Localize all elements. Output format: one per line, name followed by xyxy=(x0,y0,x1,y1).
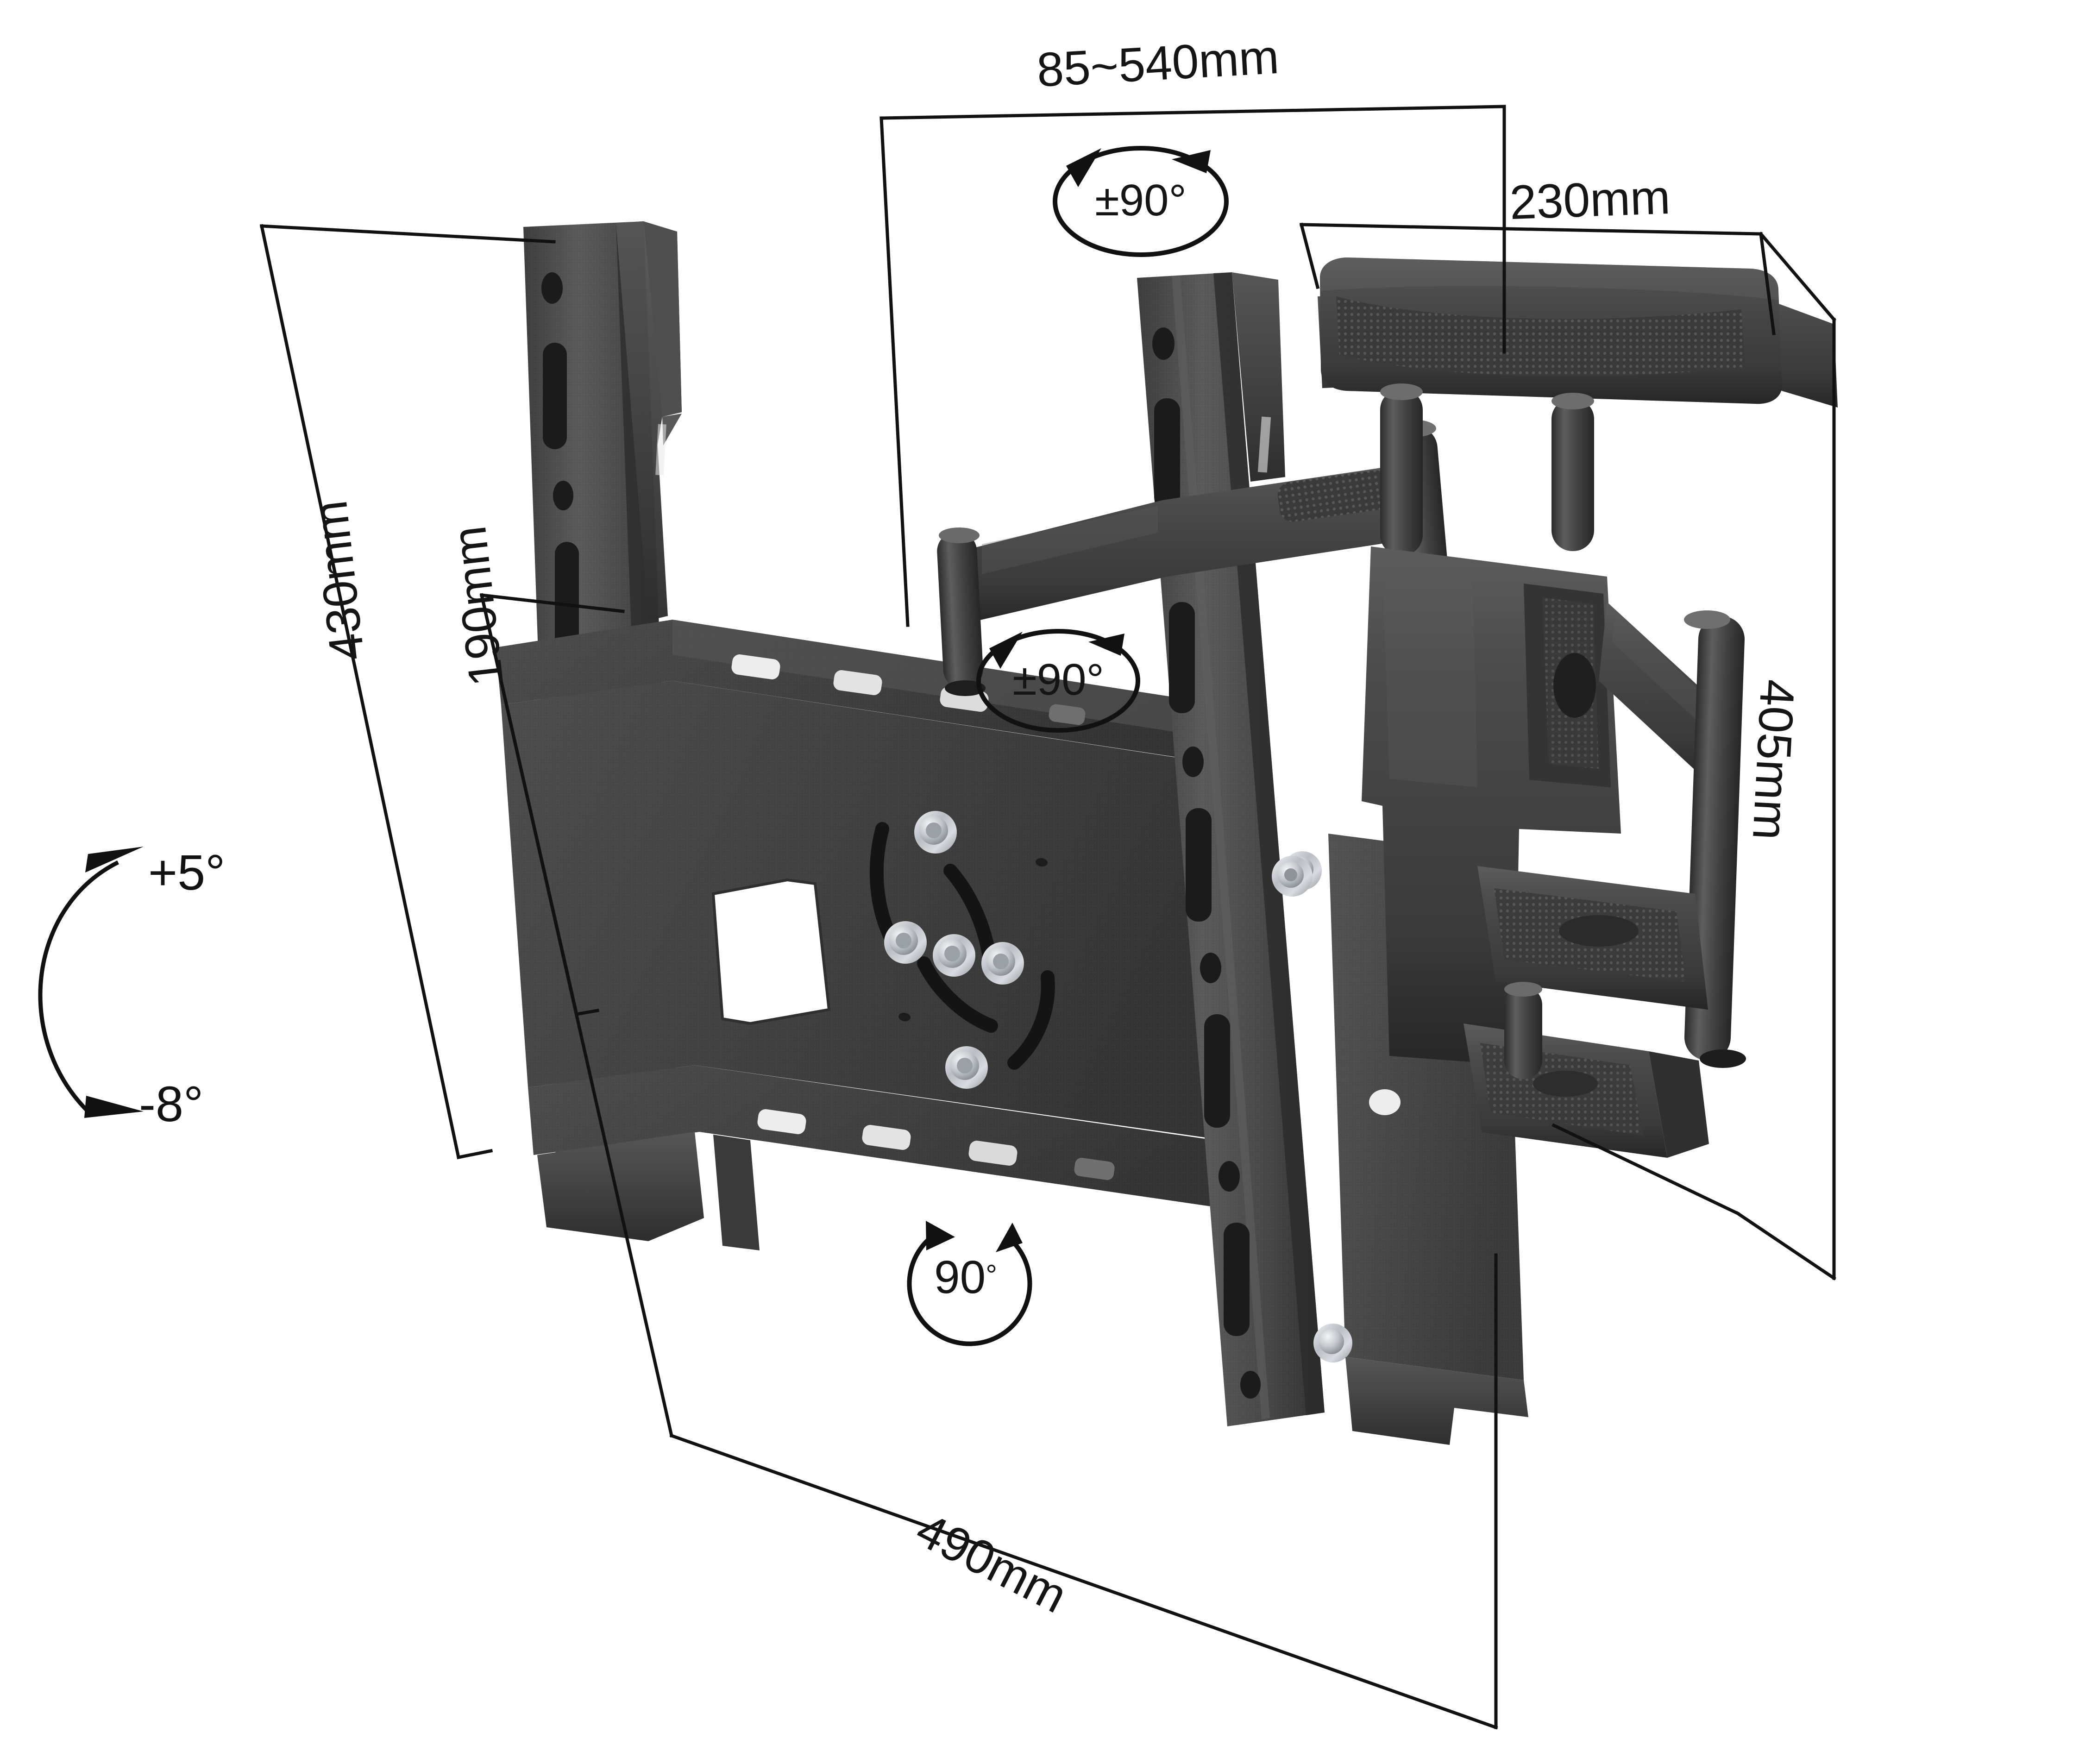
swivel-label-middle: ±90° xyxy=(1012,655,1104,705)
dimension-box-230mm xyxy=(1299,222,1776,335)
dimension-label-230mm: 230mm xyxy=(1508,170,1671,230)
dimension-box-490mm xyxy=(479,593,1498,1730)
degree-symbol: ° xyxy=(986,1259,998,1291)
extension-arm-upper xyxy=(1318,257,1838,556)
vesa-bolt xyxy=(884,921,927,964)
swivel-label-top: ±90° xyxy=(1095,176,1187,226)
tilt-up-label: +5° xyxy=(148,844,226,900)
rotation-value: 90 xyxy=(934,1251,986,1303)
wall-rail-pivot-bolt xyxy=(1272,856,1313,897)
swivel-indicator-top xyxy=(1053,146,1229,257)
wall-bracket-lower-pad xyxy=(1477,866,1708,1010)
wall-plate-bolt xyxy=(1313,1324,1352,1362)
vesa-bolt xyxy=(933,934,975,977)
rotation-indicator-bottom xyxy=(907,1221,1032,1346)
tilt-indicator-arc xyxy=(38,847,144,1118)
tilt-down-label: -8° xyxy=(139,1076,204,1132)
arm-pivot-tube xyxy=(937,527,986,696)
tv-bracket-bottom-rail xyxy=(528,1065,1259,1250)
dimension-box-85-540mm xyxy=(879,105,1506,627)
lower-pivot-tube xyxy=(1504,982,1542,1079)
rotation-label-bottom: 90° xyxy=(934,1254,997,1300)
dimension-label-405mm: 405mm xyxy=(1742,678,1804,841)
wall-bracket-body xyxy=(1362,546,1746,1068)
wall-bracket-lower-arm xyxy=(1463,982,1709,1158)
vesa-bolt xyxy=(914,811,957,854)
arm-vertical-tube xyxy=(1380,383,1423,556)
dimension-label-85-540mm: 85~540mm xyxy=(1035,30,1281,97)
dimension-box-405mm xyxy=(1551,232,1836,1281)
arm-vertical-tube xyxy=(1551,393,1594,551)
vesa-bolt xyxy=(945,1046,988,1089)
vesa-bolt xyxy=(981,942,1024,985)
tv-bracket-upper-flange xyxy=(616,221,682,621)
vesa-rotation-hub xyxy=(869,811,1055,1089)
arm-top-pad xyxy=(1320,257,1782,404)
dimension-box-430mm xyxy=(259,224,556,1160)
swivel-indicator-middle xyxy=(976,629,1140,733)
